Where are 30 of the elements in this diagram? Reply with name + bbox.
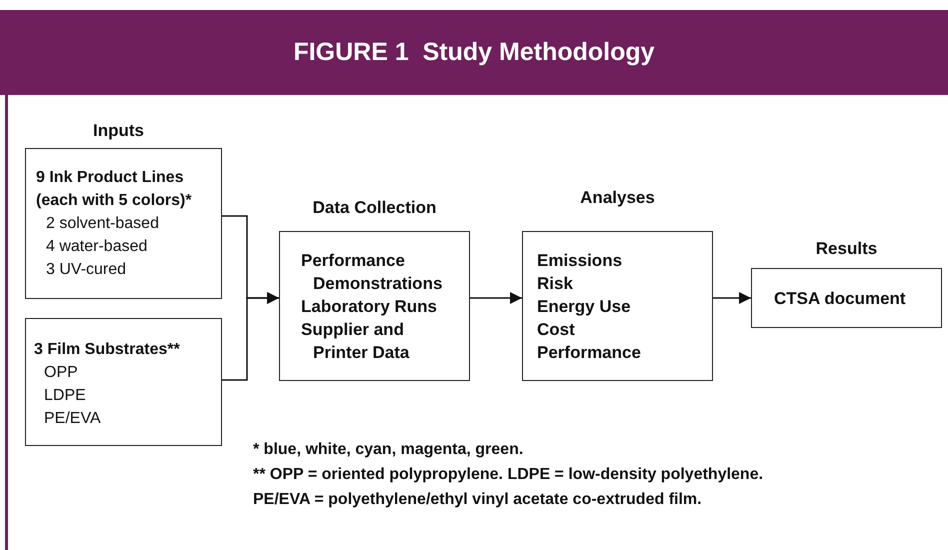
connector-arrow [470, 292, 522, 304]
connector-arrow [713, 292, 751, 304]
list-item: Supplier and Printer Data [301, 318, 410, 364]
process-box [25, 318, 222, 446]
list-item: Energy Use [537, 296, 632, 318]
list-item: Cost [537, 318, 576, 340]
list-item: Performance [537, 342, 642, 364]
process-box [25, 148, 222, 299]
column-heading: Data Collection [312, 198, 438, 218]
list-item: Risk [537, 272, 574, 294]
list-item: CTSA document [774, 288, 907, 310]
list-item: Performance Demonstrations [301, 250, 444, 294]
footnote: ** OPP = oriented polypropylene. LDPE = low-density polyethylene. [253, 466, 764, 484]
box-heading: 9 Ink Product Lines (each with 5 colors)* [36, 168, 193, 211]
connector-arrow [222, 292, 279, 381]
footnote: PE/EVA = polyethylene/ethyl vinyl acetate co-extruded film. [253, 491, 702, 509]
footnote: * blue, white, cyan, magenta, green. [253, 441, 524, 459]
list-item: 3 UV-cured [45, 260, 128, 280]
list-item: Emissions [537, 250, 624, 272]
list-item: Laboratory Runs [301, 296, 438, 318]
list-item: LDPE [43, 386, 87, 406]
list-item: PE/EVA [43, 409, 102, 429]
figure-title: FIGURE 1 Study Methodology [293, 38, 655, 67]
column-heading: Analyses [579, 188, 656, 208]
list-item: 2 solvent-based [45, 214, 160, 234]
list-item: OPP [43, 363, 79, 383]
box-heading: 3 Film Substrates** [34, 340, 181, 360]
list-item: 4 water-based [45, 237, 148, 257]
column-heading: Inputs [93, 121, 144, 141]
column-heading: Results [814, 239, 878, 259]
